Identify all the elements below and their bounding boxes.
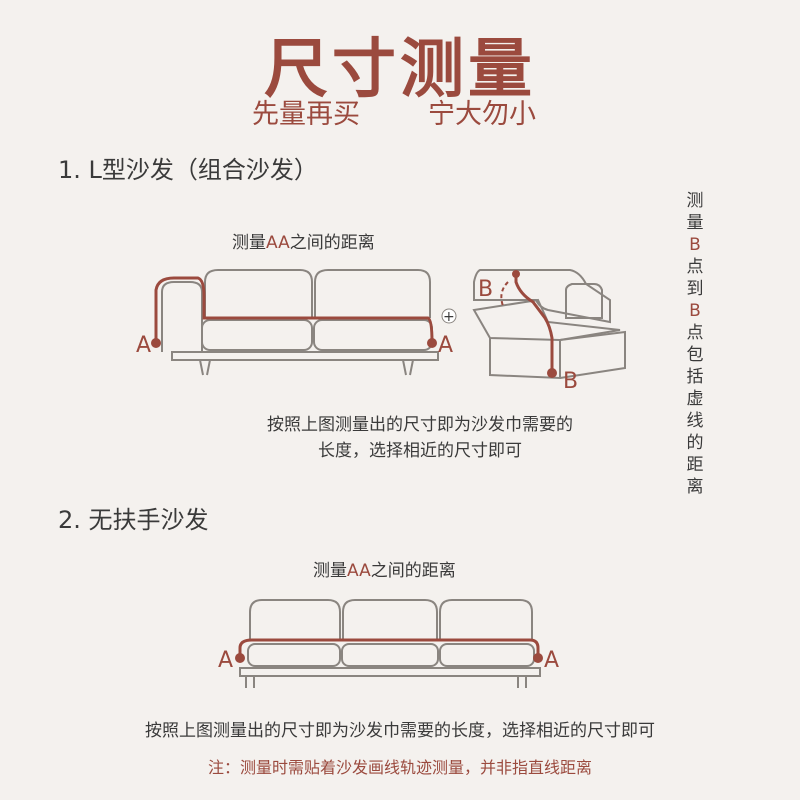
label-b-bottom: B <box>563 369 578 394</box>
subtitle-left: 先量再买 <box>252 99 360 130</box>
plus-icon <box>441 308 457 324</box>
point-a-right <box>427 338 437 348</box>
section1-caption: 测量AA之间的距离 <box>232 233 375 253</box>
section2-caption: 测量AA之间的距离 <box>313 561 456 581</box>
chaise-measure-line <box>514 273 554 372</box>
label-a-left: A <box>136 333 151 358</box>
label-b-top: B <box>478 277 493 302</box>
label-a-right: A <box>438 333 453 358</box>
l-sofa-main-illustration <box>161 269 439 376</box>
label-a2-left: A <box>218 648 233 673</box>
point-b-top <box>512 270 520 278</box>
subtitle-right: 宁大勿小 <box>428 99 536 130</box>
section1-heading: 1. L型沙发（组合沙发） <box>58 156 318 184</box>
section2-heading: 2. 无扶手沙发 <box>58 506 209 534</box>
label-a2-right: A <box>544 648 559 673</box>
point-a-left <box>151 338 161 348</box>
measurement-note: 注：测量时需贴着沙发画线轨迹测量，并非指直线距离 <box>207 758 592 777</box>
section2-description: 按照上图测量出的尺寸即为沙发巾需要的长度，选择相近的尺寸即可 <box>145 721 655 741</box>
armless-sofa-measure-line <box>238 638 540 658</box>
armless-sofa-illustration <box>239 599 541 688</box>
section1-description: 按照上图测量出的尺寸即为沙发巾需要的长度，选择相近的尺寸即可 <box>267 415 573 461</box>
point-b-bottom <box>547 368 557 378</box>
l-sofa-main-measure-line <box>154 276 434 343</box>
chaise-dashed-curve <box>500 281 509 307</box>
page-title: 尺寸测量 <box>264 33 536 107</box>
point-a2-right <box>533 653 543 663</box>
side-note: 测量B点到B点包括虚线的距离 <box>686 191 704 497</box>
plus-label: + <box>443 309 455 325</box>
chaise-illustration <box>472 269 626 380</box>
point-a2-left <box>235 653 245 663</box>
